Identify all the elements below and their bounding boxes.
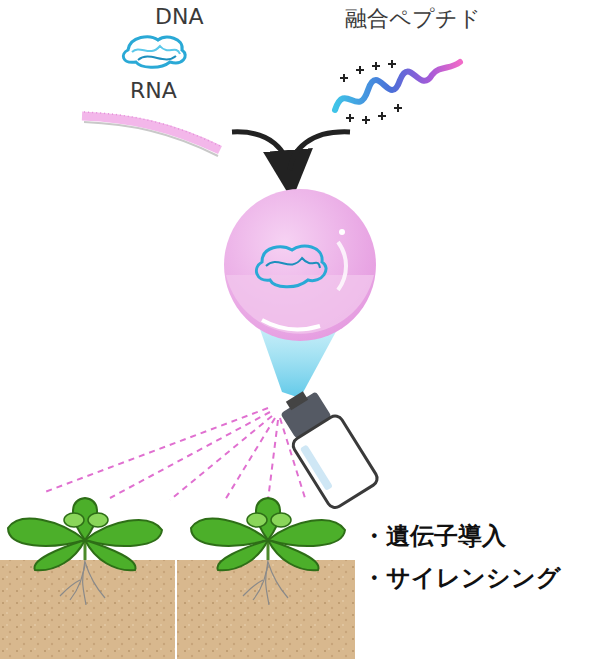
dna-label: DNA (155, 4, 203, 29)
rna-label: RNA (130, 78, 177, 103)
soil (0, 560, 355, 659)
spray-lines (45, 408, 305, 500)
dna-blob (123, 37, 185, 67)
fusion-peptide (335, 60, 460, 124)
peptide-label: 融合ペプチド (345, 4, 481, 34)
rna-strand (82, 112, 220, 156)
plant (8, 498, 162, 605)
particle-sphere (224, 189, 376, 341)
effect-label: ・サイレンシング (362, 562, 561, 594)
effect-label: ・遺伝子導入 (362, 520, 506, 552)
spray-bottle (271, 382, 380, 511)
merge-arrow (232, 132, 350, 175)
